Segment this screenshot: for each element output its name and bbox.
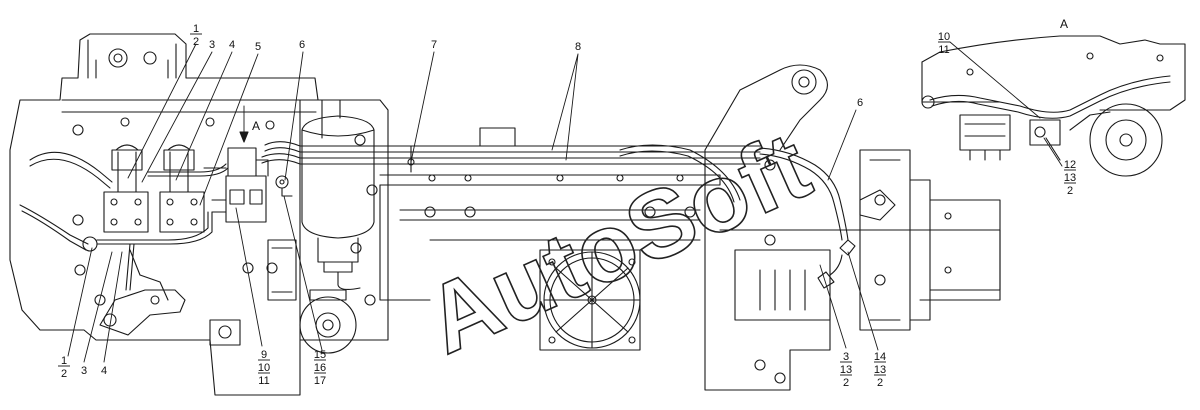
callout-c-6-right: 6 bbox=[857, 97, 863, 109]
callout-number: 5 bbox=[255, 41, 261, 53]
callout-number: 2 bbox=[193, 36, 199, 48]
view-arrow-head bbox=[239, 131, 249, 143]
callout-number: 4 bbox=[101, 365, 107, 377]
callout-c-1-2-bottom: 12 bbox=[58, 355, 70, 380]
callout-c-3-top: 3 bbox=[209, 39, 215, 51]
center-flange bbox=[539, 249, 641, 351]
right-gearbox bbox=[704, 64, 1001, 391]
callout-number: 2 bbox=[1067, 185, 1073, 197]
filter-canister bbox=[301, 115, 375, 291]
callout-c-6-left: 6 bbox=[299, 39, 305, 51]
callout-number: 15 bbox=[314, 349, 326, 361]
callout-number: 1 bbox=[193, 23, 199, 35]
callout-number: 3 bbox=[843, 351, 849, 363]
inset-view-label: A bbox=[1060, 17, 1068, 31]
callout-number: 13 bbox=[874, 364, 886, 376]
callout-number: 6 bbox=[857, 97, 863, 109]
right-hoses bbox=[619, 144, 856, 289]
callout-c-3-bottom: 3 bbox=[81, 365, 87, 377]
inset-view bbox=[921, 35, 1186, 177]
callout-c-8: 8 bbox=[575, 41, 581, 53]
callout-c-1-2-top: 12 bbox=[190, 23, 202, 48]
valve-block-left bbox=[103, 144, 149, 233]
leader-lines bbox=[67, 41, 1063, 363]
callout-number: 2 bbox=[61, 368, 67, 380]
callout-number: 17 bbox=[314, 375, 326, 387]
callout-c-7: 7 bbox=[431, 39, 437, 51]
callout-number: 2 bbox=[843, 377, 849, 389]
long-pipes bbox=[261, 127, 761, 301]
callout-number: 8 bbox=[575, 41, 581, 53]
callout-number: 7 bbox=[431, 39, 437, 51]
callout-number: 13 bbox=[1064, 172, 1076, 184]
callout-number: 13 bbox=[840, 364, 852, 376]
callout-number: 4 bbox=[229, 39, 235, 51]
callout-c-4-top: 4 bbox=[229, 39, 235, 51]
callout-number: 10 bbox=[258, 362, 270, 374]
callout-number: 3 bbox=[81, 365, 87, 377]
left-hoses bbox=[19, 151, 229, 291]
callout-number: 14 bbox=[874, 351, 886, 363]
callout-number: 11 bbox=[258, 375, 269, 387]
callout-number: 1 bbox=[61, 355, 67, 367]
view-arrow-label: A bbox=[252, 119, 260, 133]
watermark-text: AutoSoft bbox=[411, 112, 825, 375]
control-valve bbox=[211, 147, 293, 223]
callout-number: 12 bbox=[1064, 159, 1076, 171]
callout-c-5: 5 bbox=[255, 41, 261, 53]
callout-number: 10 bbox=[938, 31, 950, 43]
gearbox-housing bbox=[9, 33, 389, 396]
callout-number: 9 bbox=[261, 349, 267, 361]
callout-number: 6 bbox=[299, 39, 305, 51]
callout-number: 16 bbox=[314, 362, 326, 374]
callout-number: 2 bbox=[877, 377, 883, 389]
callout-number: 3 bbox=[209, 39, 215, 51]
valve-block-right bbox=[159, 144, 205, 233]
callout-number: 11 bbox=[938, 44, 949, 56]
callout-c-4-bottom: 4 bbox=[101, 365, 107, 377]
